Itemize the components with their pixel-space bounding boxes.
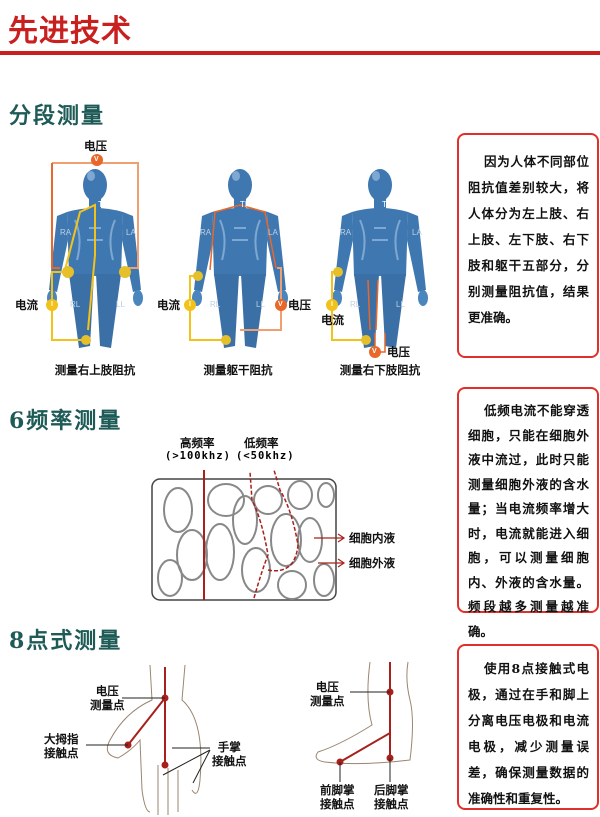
tr-label: TR — [98, 200, 109, 209]
hand-voltage-point-label: 电压 测量点 — [90, 684, 125, 712]
voltmeter-icon: V — [372, 348, 377, 355]
forefoot-contact-label: 前脚掌 接触点 — [320, 783, 355, 811]
ll-label: LL — [396, 300, 405, 309]
body-figure-right-leg — [326, 168, 429, 358]
ammeter-icon: I — [331, 301, 333, 308]
voltage-label: 电压 — [387, 345, 410, 359]
label-line: 前脚掌 — [320, 783, 355, 797]
current-label: 电流 — [15, 298, 38, 312]
ammeter-icon: I — [189, 301, 191, 308]
label-line: 接触点 — [44, 746, 79, 760]
low-frequency-value: (<50khz) — [236, 450, 295, 462]
label-line: 接触点 — [374, 797, 409, 811]
label-line: 手掌 — [217, 740, 241, 754]
la-label: LA — [412, 228, 422, 237]
section-heading-eight-point: 8点式测量 — [9, 628, 123, 654]
frequency-description: 低频电流不能穿透细胞，只能在细胞外液中流过，此时只能测量细胞外液的含水量；当电流… — [457, 387, 599, 639]
section-heading-segment: 分段测量 — [9, 103, 106, 129]
ra-label: RA — [60, 228, 72, 237]
label-line: 大拇指 — [44, 732, 79, 746]
figure-caption: 测量右下肢阻抗 — [339, 363, 421, 377]
label-line: 后脚掌 — [374, 783, 409, 797]
label-line: 测量点 — [90, 698, 125, 712]
rl-label: RL — [350, 300, 361, 309]
ll-label: LL — [116, 300, 125, 309]
high-frequency-label: 高频率 — [180, 436, 215, 450]
ra-label: RA — [340, 228, 352, 237]
segment-description-text: 因为人体不同部位阻抗值差别较大，将人体分为左上肢、右上肢、左下肢、右下肢和躯干五… — [468, 154, 589, 325]
current-label: 电流 — [157, 298, 180, 312]
thumb-contact-label: 大拇指 接触点 — [44, 732, 79, 760]
title-divider — [0, 51, 600, 55]
frequency-description-text: 低频电流不能穿透细胞，只能在细胞外液中流过，此时只能测量细胞外液的含水量；当电流… — [468, 403, 589, 639]
rl-label: RL — [70, 300, 81, 309]
rl-label: RL — [210, 300, 221, 309]
tr-label: TR — [240, 200, 251, 209]
low-frequency-label: 低频率 — [244, 436, 279, 450]
ll-label: LL — [256, 300, 265, 309]
section-heading-frequency: 6频率测量 — [9, 408, 123, 434]
eight-point-description-text: 使用8点接触式电极，通过在手和脚上分离电压电极和电流电极，减少测量误差，确保测量… — [468, 661, 589, 806]
high-frequency-value: (>100khz) — [165, 450, 231, 462]
voltmeter-icon: V — [278, 301, 283, 308]
label-line: 接触点 — [320, 797, 355, 811]
body-figure-right-arm — [46, 154, 144, 349]
label-line: 电压 — [315, 680, 339, 694]
eight-point-description: 使用8点接触式电极，通过在手和脚上分离电压电极和电流电极，减少测量误差，确保测量… — [457, 644, 599, 810]
ammeter-icon: I — [51, 301, 53, 308]
tr-label: TR — [382, 200, 393, 209]
label-line: 测量点 — [310, 694, 345, 708]
la-label: LA — [126, 228, 136, 237]
cell-diagram — [151, 469, 346, 601]
current-label: 电流 — [321, 313, 344, 327]
hand-diagram — [86, 664, 211, 815]
heel-contact-label: 后脚掌 接触点 — [374, 783, 409, 811]
body-figure-trunk — [184, 168, 289, 349]
figure-caption: 测量右上肢阻抗 — [54, 363, 136, 377]
voltmeter-icon: V — [94, 156, 99, 163]
palm-contact-label: 手掌 接触点 — [212, 740, 247, 768]
ra-label: RA — [200, 228, 212, 237]
voltage-label: 电压 — [288, 298, 311, 312]
intracellular-label: 细胞内液 — [349, 531, 395, 545]
page-title: 先进技术 — [8, 14, 132, 49]
foot-voltage-point-label: 电压 测量点 — [310, 680, 345, 708]
voltage-label: 电压 — [84, 139, 107, 153]
segment-description: 因为人体不同部位阻抗值差别较大，将人体分为左上肢、右上肢、左下肢、右下肢和躯干五… — [457, 133, 599, 358]
figure-caption: 测量躯干阻抗 — [203, 363, 273, 377]
label-line: 接触点 — [212, 754, 247, 768]
label-line: 电压 — [95, 684, 119, 698]
foot-diagram — [315, 661, 413, 782]
extracellular-label: 细胞外液 — [349, 556, 395, 570]
la-label: LA — [268, 228, 278, 237]
